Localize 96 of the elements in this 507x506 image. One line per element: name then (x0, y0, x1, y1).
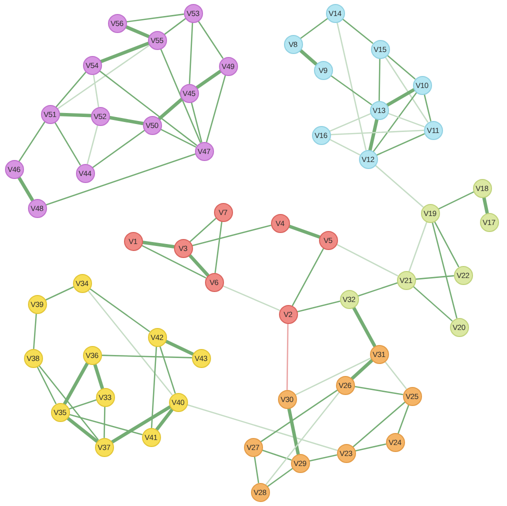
edge-line (92, 74, 100, 108)
edge-line (159, 345, 176, 394)
edge-line (214, 220, 222, 274)
edge-line (336, 22, 367, 150)
edge-line (99, 42, 150, 64)
edge-line (68, 414, 142, 436)
edge-line (386, 88, 416, 107)
edge-line (308, 454, 338, 462)
edge-line (108, 116, 144, 126)
edge-line (438, 191, 474, 210)
edge-line (17, 176, 34, 202)
edge-line (222, 285, 280, 311)
edge-line (93, 362, 104, 390)
edge-line (164, 339, 194, 356)
edge-line (150, 346, 158, 428)
edge-line (267, 468, 293, 488)
edge-line (414, 275, 454, 280)
edge-line (87, 290, 173, 396)
edge-line (186, 404, 338, 451)
edge-line (36, 366, 56, 404)
edge-line (374, 164, 424, 208)
edge-line (384, 360, 407, 390)
edge-line (300, 18, 328, 40)
edge-line (98, 70, 198, 146)
edge-line (198, 20, 224, 59)
edge-line (100, 354, 192, 358)
edge-line (368, 118, 379, 152)
edge-line (54, 122, 81, 166)
edge-line (384, 56, 428, 123)
edge-line (68, 399, 97, 410)
edge-line (254, 456, 260, 484)
edge-line (354, 386, 404, 396)
edge-line (140, 244, 206, 278)
edge-line (329, 113, 371, 132)
edge-line (294, 358, 372, 396)
edge-line (160, 128, 196, 148)
edge-line (376, 133, 425, 156)
edge-line (424, 94, 432, 122)
edge-line (342, 18, 374, 44)
edge-line (296, 300, 340, 312)
edge-line (386, 54, 416, 80)
edge-line (412, 286, 453, 322)
edge-line (378, 58, 380, 102)
edge-line (63, 362, 89, 406)
edge-line (260, 390, 338, 442)
edge-line (328, 138, 360, 156)
edge-line (357, 282, 398, 297)
edge-line (482, 196, 489, 214)
edge-line (192, 224, 272, 246)
edge-line (432, 222, 458, 318)
edge-line (350, 358, 374, 380)
edge-line (89, 288, 150, 332)
edge-line (45, 153, 196, 206)
edge-line (164, 18, 186, 35)
edge-line (286, 322, 289, 390)
edge-line (352, 306, 376, 348)
edge-line (206, 74, 226, 143)
edge-line (33, 312, 37, 350)
edge-line (155, 408, 174, 432)
edge-line (160, 48, 201, 143)
edge-line (18, 121, 46, 162)
edge-line (92, 130, 145, 168)
edge-line (86, 124, 98, 164)
edge-line (57, 44, 150, 110)
edge-line (434, 220, 460, 268)
edge-line (352, 402, 406, 448)
edge-line (292, 248, 324, 306)
edge-line (265, 392, 340, 486)
edge-line (336, 244, 398, 276)
edge-line (372, 92, 418, 152)
edge-line (126, 14, 184, 22)
edge-line (140, 240, 176, 248)
edge-line (44, 286, 74, 301)
edge-line (354, 443, 386, 452)
edge-line (387, 112, 425, 128)
edge-line (398, 404, 410, 434)
edge-line (124, 25, 150, 38)
edge-line (189, 218, 217, 242)
edge-line (56, 72, 86, 108)
edge-line (58, 112, 92, 118)
edge-line (330, 74, 372, 106)
edge-line (188, 22, 194, 84)
edge-line (298, 48, 318, 66)
edge-line (104, 406, 106, 438)
edge-line (158, 98, 184, 120)
edge-line (287, 224, 321, 238)
edge-line (195, 70, 222, 90)
edge-line (38, 364, 99, 440)
edge-line (408, 221, 428, 272)
edge-line (330, 130, 424, 136)
edge-line (66, 416, 98, 443)
edge-line (261, 449, 292, 461)
edge-line (190, 102, 202, 142)
edge-line (188, 253, 210, 277)
edge-line (110, 405, 172, 444)
edge-line (287, 406, 300, 456)
